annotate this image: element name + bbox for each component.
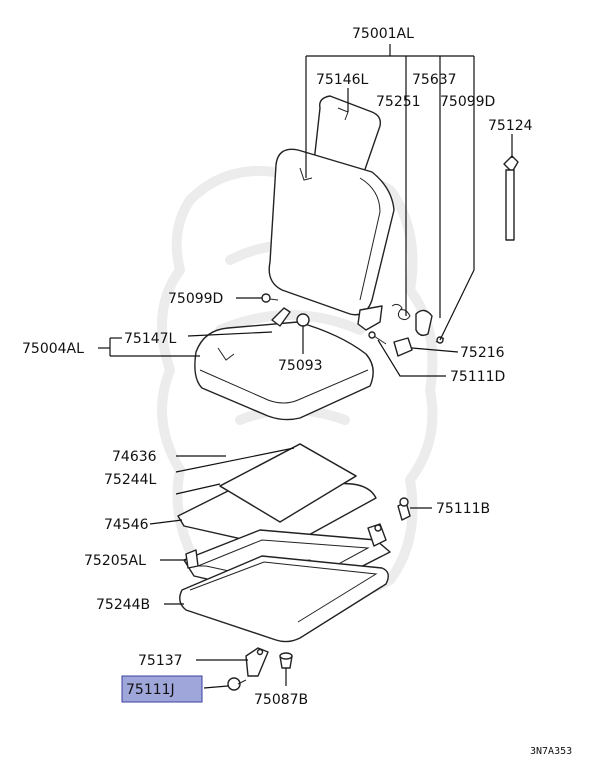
label-74546[interactable]: 74546: [104, 517, 149, 533]
label-75093[interactable]: 75093: [278, 358, 323, 374]
label-75147l[interactable]: 75147L: [124, 331, 177, 347]
bolt-75111j: [227, 677, 247, 691]
highlighted-part-box: [121, 675, 203, 703]
seat-cushion: [194, 307, 374, 421]
label-75099d-top[interactable]: 75099D: [440, 94, 495, 110]
label-75244l[interactable]: 75244L: [104, 472, 157, 488]
grommet-75087b: [279, 652, 293, 669]
diagram-code: 3N7A353: [530, 746, 572, 757]
label-75205al[interactable]: 75205AL: [84, 553, 146, 569]
label-75099d-left[interactable]: 75099D: [168, 291, 223, 307]
label-75111j[interactable]: 75111J: [126, 682, 175, 698]
part-labels: 75001AL 75146L 75637 75251 75099D 75124 …: [22, 26, 572, 757]
label-75087b[interactable]: 75087B: [254, 692, 308, 708]
label-75001al[interactable]: 75001AL: [352, 26, 414, 42]
seat-back: [268, 95, 395, 331]
label-75216[interactable]: 75216: [460, 345, 505, 361]
label-75124[interactable]: 75124: [488, 118, 533, 134]
leader-lines: [98, 44, 513, 689]
bracket-75137: [245, 647, 269, 677]
pad-74546: [177, 443, 377, 547]
base-plate-75244b: [179, 555, 389, 643]
label-75111b[interactable]: 75111B: [436, 501, 490, 517]
buckle-75124: [503, 155, 519, 241]
label-75137[interactable]: 75137: [138, 653, 183, 669]
bolt-75111b: [397, 497, 411, 521]
label-75146l[interactable]: 75146L: [316, 72, 369, 88]
label-75004al[interactable]: 75004AL: [22, 341, 84, 357]
label-74636[interactable]: 74636: [112, 449, 157, 465]
label-75251[interactable]: 75251: [376, 94, 421, 110]
bolt-75099d: [261, 293, 279, 303]
label-75637[interactable]: 75637: [412, 72, 457, 88]
label-75111d[interactable]: 75111D: [450, 369, 505, 385]
label-75244b[interactable]: 75244B: [96, 597, 150, 613]
